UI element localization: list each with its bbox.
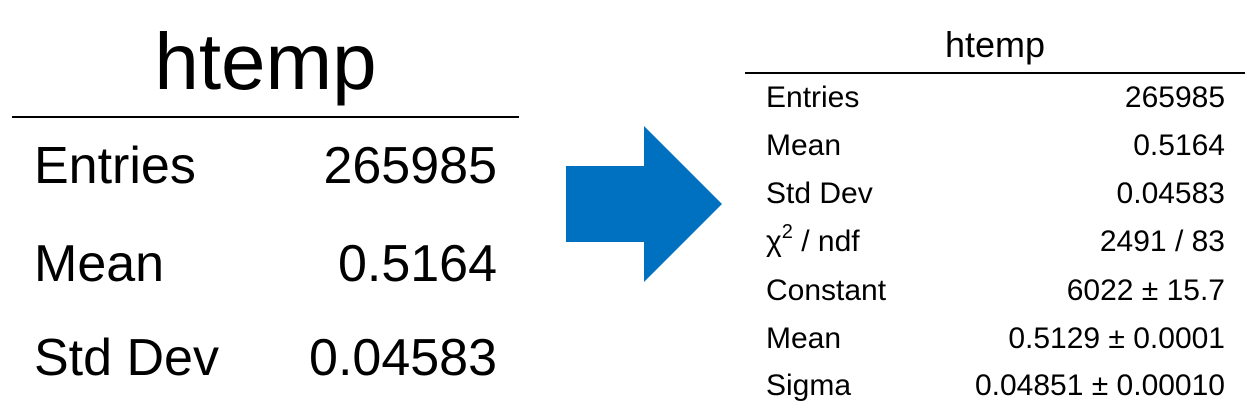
stats-value: 0.04851 ± 0.00010	[974, 369, 1225, 402]
stats-value: 265985	[1124, 81, 1225, 114]
title-divider	[745, 72, 1245, 74]
stats-row-constant: Constant 6022 ± 15.7	[766, 271, 1225, 311]
stats-label: χ2 / ndf	[766, 222, 860, 262]
stats-row-std-dev: Std Dev 0.04583	[766, 174, 1225, 214]
stats-label: Constant	[766, 274, 887, 307]
stats-label: Mean	[766, 129, 842, 162]
stats-label: Sigma	[766, 369, 852, 402]
stats-value: 0.04583	[309, 329, 497, 387]
stats-row-sigma: Sigma 0.04851 ± 0.00010	[766, 366, 1225, 406]
stats-value: 2491 / 83	[1099, 225, 1225, 258]
stats-row-entries: Entries 265985	[766, 78, 1225, 118]
ndf-text: / ndf	[792, 225, 860, 258]
stats-row-mean: Mean 0.5164	[766, 126, 1225, 166]
chi-symbol: χ	[766, 225, 782, 258]
stats-value: 0.5164	[337, 235, 497, 293]
title-divider	[12, 116, 519, 118]
stats-value: 6022 ± 15.7	[1066, 274, 1225, 307]
stats-title: htemp	[154, 17, 377, 106]
stats-value: 0.5129 ± 0.0001	[1008, 322, 1225, 355]
chi-exponent: 2	[781, 221, 793, 243]
stats-value: 0.5164	[1133, 129, 1225, 162]
stats-row-entries: Entries 265985	[34, 134, 497, 198]
stats-value: 0.04583	[1116, 177, 1225, 210]
stats-row-std-dev: Std Dev 0.04583	[34, 326, 497, 390]
stats-row-mean: Mean 0.5164	[34, 232, 497, 296]
arrow-right-icon	[566, 126, 722, 282]
stats-label: Mean	[34, 235, 165, 293]
stats-value: 265985	[323, 137, 497, 195]
stats-label: Entries	[34, 137, 196, 195]
stats-row-chi2-ndf: χ2 / ndf 2491 / 83	[766, 222, 1225, 262]
stats-label: Entries	[766, 81, 860, 114]
stats-label: Std Dev	[34, 329, 219, 387]
stats-box-after: htemp Entries 265985 Mean 0.5164 Std Dev…	[745, 0, 1245, 417]
stats-box-before: htemp Entries 265985 Mean 0.5164 Std Dev…	[12, 0, 519, 417]
stats-title: htemp	[944, 24, 1046, 65]
stats-row-fit-mean: Mean 0.5129 ± 0.0001	[766, 319, 1225, 359]
stats-label: Mean	[766, 322, 842, 355]
stats-label: Std Dev	[766, 177, 873, 210]
